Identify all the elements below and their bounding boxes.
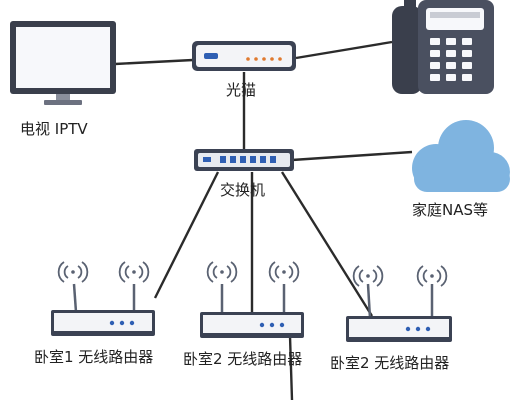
nas-label: 家庭NAS等 [412, 201, 489, 219]
connections [114, 40, 413, 400]
link-tv-modem [114, 58, 194, 66]
tv-icon [10, 21, 116, 105]
wifi-icon [268, 261, 300, 283]
router2-label: 卧室2 无线路由器 [183, 350, 303, 368]
router3-label: 卧室2 无线路由器 [330, 354, 450, 372]
switch-label: 交换机 [220, 181, 266, 199]
wifi-icon [118, 261, 150, 283]
router-icon [346, 283, 452, 342]
router-icon [200, 284, 304, 338]
tv-label: 电视 IPTV [20, 120, 88, 138]
link-modem-phone [295, 40, 393, 60]
modem-label: 光猫 [226, 81, 257, 99]
router1-label: 卧室1 无线路由器 [34, 348, 154, 366]
wifi-icon [57, 261, 89, 283]
cloud-icon [412, 120, 510, 192]
wifi-icon [352, 265, 384, 287]
link-switch-router3 [280, 171, 374, 317]
modem-icon [192, 41, 296, 71]
router-icon [51, 283, 155, 336]
switch-icon [194, 149, 294, 171]
wifi-icon [206, 261, 238, 283]
phone-icon [392, 0, 494, 94]
link-router2-down [288, 335, 294, 400]
link-switch-router1 [153, 171, 220, 299]
wifi-icon [416, 265, 448, 287]
link-switch-nas [291, 150, 413, 162]
